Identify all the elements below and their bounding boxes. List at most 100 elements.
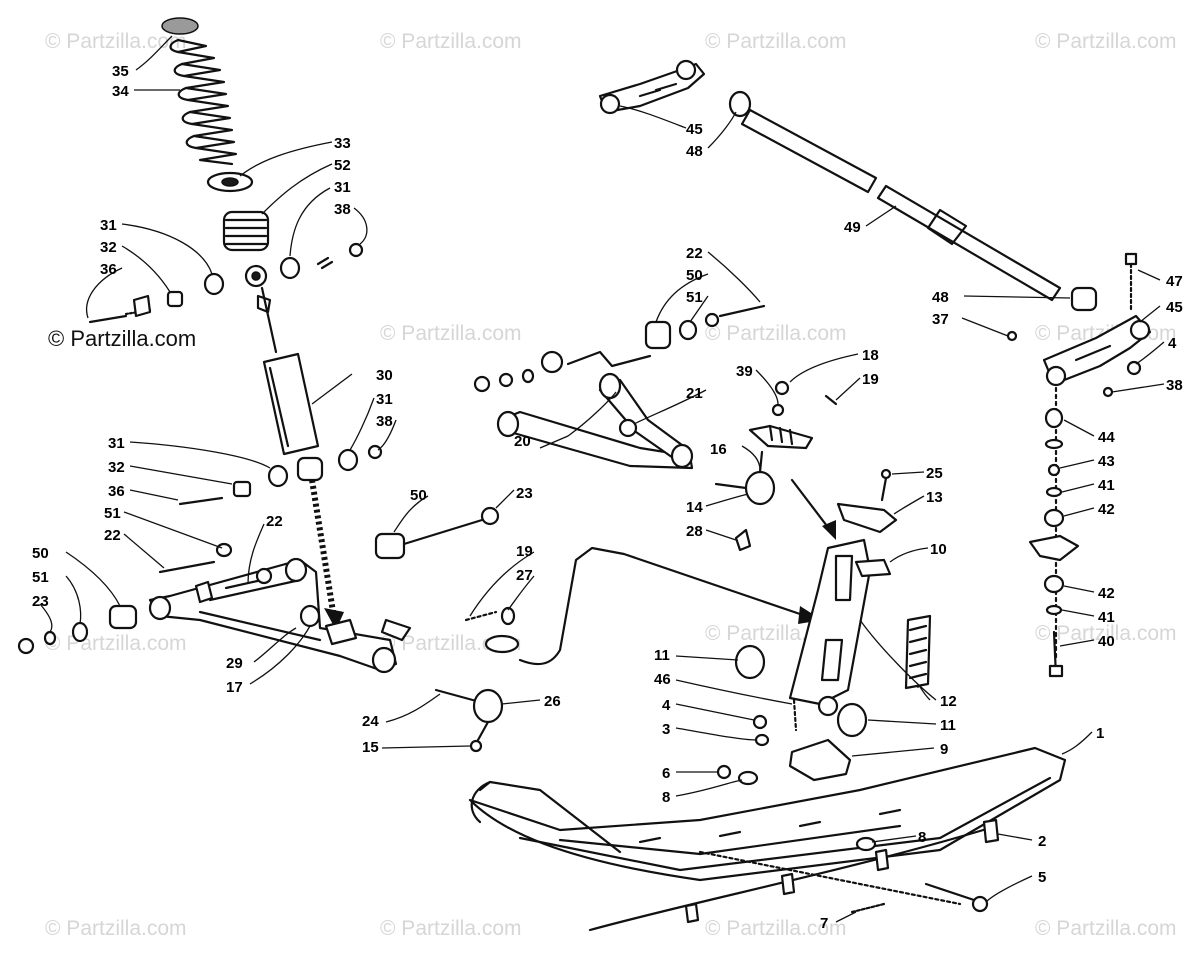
ball-joint-stud	[476, 720, 490, 742]
callout-label: 31	[376, 391, 393, 408]
screw-7-part	[850, 902, 886, 914]
bushing-31c-part	[267, 464, 289, 488]
wear-bar-stud	[982, 818, 1000, 844]
watermark: © Partzilla.com	[1035, 30, 1177, 53]
callout-label: 30	[376, 367, 393, 384]
bushing-42-part	[1043, 508, 1065, 528]
callout-label: 28	[686, 523, 703, 540]
callout-label: 29	[226, 655, 243, 672]
bushing-31d-part	[337, 448, 359, 472]
bolt-25-shank	[880, 476, 888, 502]
bolt-5-head	[971, 895, 989, 913]
watermark: © Partzilla.com	[705, 30, 847, 53]
callout-label: 22	[266, 513, 283, 530]
nut-6-part	[716, 764, 732, 780]
callout-label: 51	[686, 289, 703, 306]
callout-label: 50	[686, 267, 703, 284]
bolt-40-head	[1048, 664, 1064, 678]
nut-43-part	[1047, 463, 1061, 477]
bracket-b-part	[194, 580, 214, 604]
callout-label: 42	[1098, 501, 1115, 518]
ski-tip-curve	[470, 780, 492, 824]
nut-38b-part	[367, 444, 383, 460]
callout-label: 31	[108, 435, 125, 452]
spacer-32-part	[166, 290, 184, 308]
callout-label: 34	[112, 83, 129, 100]
upper-tie-rod-end	[714, 380, 838, 552]
callout-label: 6	[662, 765, 670, 782]
bolt-5-part	[924, 882, 976, 902]
nut-4b-part	[1126, 360, 1142, 376]
callout-label: 23	[32, 593, 49, 610]
bolt-22b-part	[224, 578, 264, 590]
washer-41-part	[1045, 486, 1063, 498]
lower-shock-hardware	[178, 444, 383, 506]
washer-3-part	[754, 733, 770, 747]
callout-label: 35	[112, 63, 129, 80]
steering-tie-rod-assembly	[598, 59, 1152, 398]
nut-18-part	[774, 380, 790, 396]
callout-label: 25	[926, 465, 943, 482]
callout-label: 16	[710, 441, 727, 458]
callout-label: 14	[686, 499, 703, 516]
tie-rod-14-part	[714, 482, 748, 490]
ski-body-1-part	[468, 746, 1067, 882]
callout-label: 24	[362, 713, 379, 730]
callout-label: 43	[1098, 453, 1115, 470]
callout-label: 48	[932, 289, 949, 306]
callout-label: 41	[1098, 477, 1115, 494]
callout-label: 4	[1168, 335, 1177, 352]
watermark-group: © Partzilla.com © Partzilla.com © Partzi…	[45, 30, 1177, 940]
watermark: © Partzilla.com	[380, 30, 522, 53]
callout-label: 5	[1038, 869, 1046, 886]
washer-51b-part	[215, 542, 233, 558]
callout-label: 52	[334, 157, 351, 174]
callout-labels: 35 34 33 52 31 38 31 32 36 30 31 38 31 3…	[32, 63, 1183, 932]
washer-41b-part	[1045, 604, 1063, 616]
callout-label: 20	[514, 433, 531, 450]
callout-label: 41	[1098, 609, 1115, 626]
bushing-upper-part	[540, 350, 564, 374]
bushing-17-part	[299, 604, 321, 628]
bushing-31-part	[203, 272, 225, 296]
callout-label: 38	[376, 413, 393, 430]
bushing-11b-part	[836, 702, 868, 738]
steering-arm-45-eye	[599, 93, 621, 115]
bolt-47-part	[1124, 252, 1138, 266]
bump-stop-ribs	[224, 218, 268, 246]
cotter-19b-part	[824, 394, 838, 406]
callout-label: 10	[930, 541, 947, 558]
watermark: © Partzilla.com	[1035, 622, 1177, 645]
callout-label: 50	[410, 487, 427, 504]
washer-part	[316, 256, 334, 270]
tie-rod-48b-end	[1070, 286, 1098, 312]
callout-label: 46	[654, 671, 671, 688]
callout-label: 8	[918, 829, 926, 846]
ball-joint-26-part	[472, 688, 504, 724]
shock-absorber-assembly	[161, 17, 344, 630]
bolt-path-line	[698, 850, 962, 906]
wear-strip-pattern	[908, 624, 928, 680]
mounting-path-line	[309, 479, 337, 619]
a-arm-pivot-rear	[284, 557, 308, 583]
bolt-36-part	[88, 314, 128, 324]
callout-label: 38	[1166, 377, 1183, 394]
ski-bottom-edge	[518, 776, 1052, 872]
callout-label: 38	[334, 201, 351, 218]
nut-upper-part	[473, 375, 491, 393]
bolt-22-part	[158, 560, 216, 574]
callout-label: 48	[686, 143, 703, 160]
watermark: © Partzilla.com	[380, 632, 522, 655]
steering-arm-45-slot	[638, 82, 678, 98]
callout-label: 36	[108, 483, 125, 500]
bolt-38c-part	[1102, 386, 1114, 398]
callout-label: 27	[516, 567, 533, 584]
clip-28-part	[734, 528, 752, 552]
callout-label: 11	[654, 647, 670, 664]
a-arm-spindle-eye	[371, 646, 397, 674]
a-arm-bracket	[380, 618, 412, 642]
callout-label: 1	[1096, 725, 1104, 742]
callout-label: 11	[940, 717, 956, 734]
wear-bar-stud-b	[780, 872, 796, 896]
